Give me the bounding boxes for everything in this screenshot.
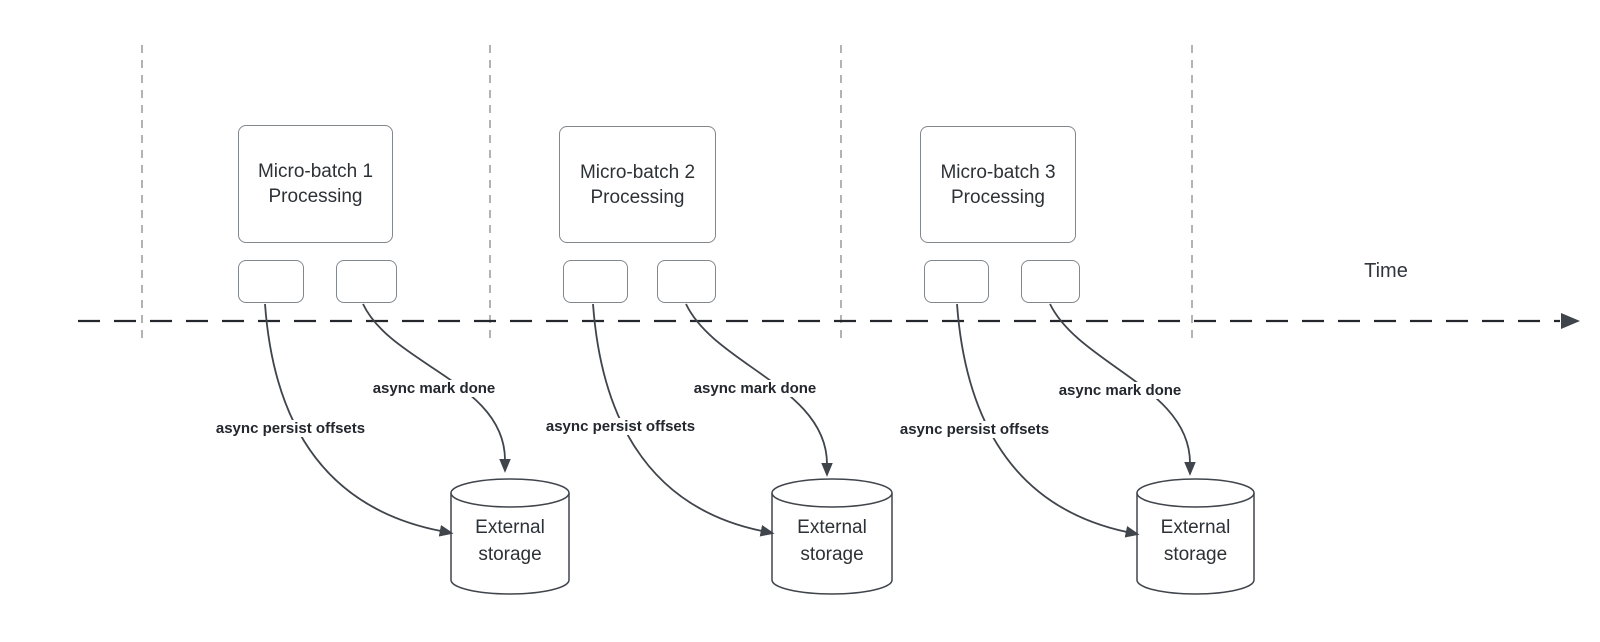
- async-mark-done-arrow-3: [1049, 303, 1196, 476]
- async-mark-done-arrow-1: [362, 303, 511, 473]
- async-persist-offsets-arrow-1: [264, 303, 454, 537]
- offsets-task-box-3: [924, 260, 989, 303]
- micro-batch-1-label-line2: Processing: [268, 186, 363, 207]
- external-storage-cylinder-3: [1136, 478, 1255, 595]
- time-axis-arrowhead-icon: [1561, 313, 1580, 329]
- micro-batch-3-label-line1: Micro-batch 3: [940, 161, 1056, 183]
- micro-batch-2-processing-box: Micro-batch 2 Processing: [559, 126, 716, 243]
- async-persist-offsets-arrow-3: [956, 303, 1140, 538]
- done-task-box-1: [336, 260, 397, 303]
- async-mark-done-arrow-2: [685, 303, 833, 477]
- external-storage-cylinder-2: [771, 478, 893, 595]
- async-persist-offsets-arrow-2: [592, 303, 775, 537]
- async-mark-done-label-3: async mark done: [1046, 382, 1194, 399]
- done-task-box-3: [1021, 260, 1080, 303]
- offsets-task-box-2: [563, 260, 628, 303]
- micro-batch-2-label-line1: Micro-batch 2: [579, 161, 696, 183]
- micro-batch-1-processing-box: Micro-batch 1 Processing: [238, 125, 393, 243]
- micro-batch-1-label-line1: Micro-batch 1: [257, 161, 374, 182]
- async-persist-offsets-label-1: async persist offsets: [203, 420, 378, 437]
- async-persist-offsets-label-3: async persist offsets: [887, 421, 1062, 438]
- micro-batch-3-label-line2: Processing: [951, 186, 1045, 208]
- micro-batch-2-label-line2: Processing: [590, 186, 685, 208]
- external-storage-cylinder-1: [450, 478, 570, 595]
- async-persist-offsets-label-2: async persist offsets: [533, 418, 708, 435]
- micro-batch-3-processing-box: Micro-batch 3 Processing: [920, 126, 1076, 243]
- done-task-box-2: [657, 260, 716, 303]
- async-mark-done-label-1: async mark done: [360, 380, 508, 397]
- time-axis-label: Time: [1364, 260, 1408, 282]
- async-mark-done-label-2: async mark done: [681, 380, 829, 397]
- offsets-task-box-1: [238, 260, 304, 303]
